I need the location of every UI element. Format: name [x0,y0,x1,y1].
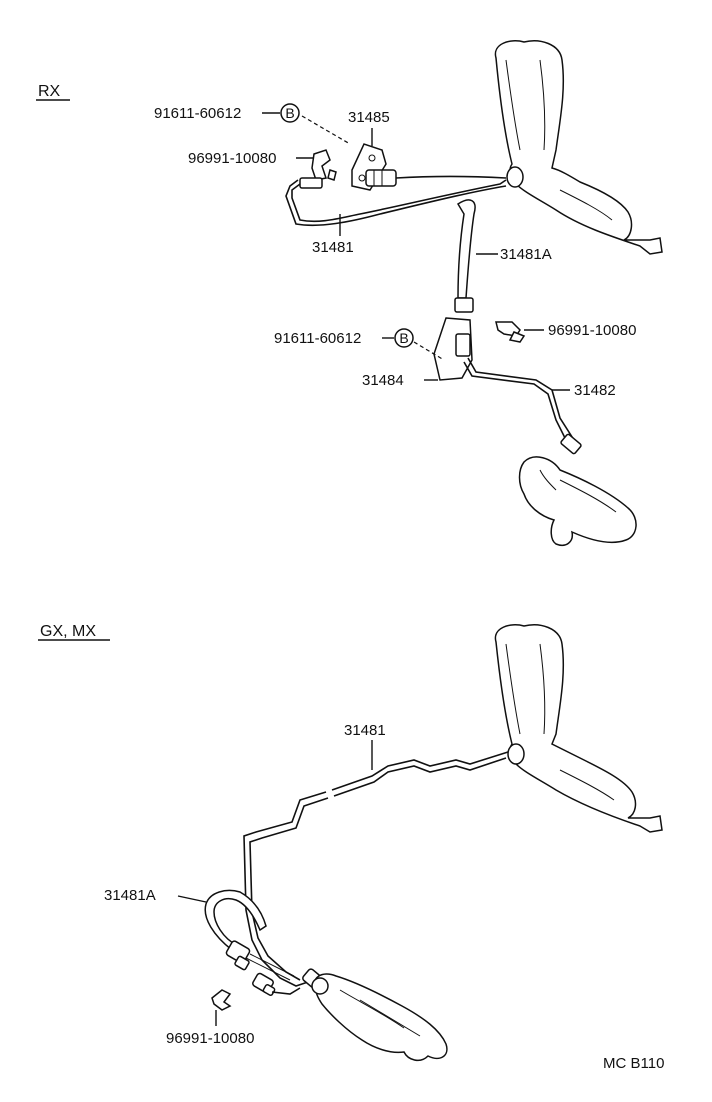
rx-pipe-31481-nut [299,177,323,189]
gxmx-section-title: GX, MX [40,623,96,640]
rx-master-cylinder [494,40,663,255]
gxmx-label-31481: 31481 [344,722,386,739]
rx-hose-31481a [454,199,476,313]
gxmx-clip [211,989,232,1011]
rx-section-title: RX [38,83,61,100]
rx-pipe-31482 [467,357,575,441]
gxmx-master-cylinder [494,624,663,833]
rx-label-clip-1: 96991-10080 [188,150,276,167]
rx-mark-b-2 [394,328,414,348]
rx-pipe-31481-b [285,179,507,227]
rx-hose-fitting-upper [365,169,397,187]
gxmx-label-clip: 96991-10080 [166,1030,254,1047]
rx-pipe-31482-b [463,361,569,445]
rx-clip-upper [311,149,337,181]
rx-slave-cylinder [518,456,637,546]
rx-label-clip-2: 96991-10080 [548,322,636,339]
rx-clip-middle [495,321,526,343]
gxmx-pipe-31481-b [249,757,507,981]
rx-dash-bolt-2 [413,341,445,361]
rx-bracket-31484 [433,317,473,381]
rx-label-31481: 31481 [312,239,354,256]
rx-label-bolt-2: 91611-60612 [274,330,361,347]
gxmx-section: GX, MX [38,623,663,1062]
rx-mark-b-1-text: B [285,105,294,121]
rx-label-31484: 31484 [362,372,404,389]
gxmx-pipe-31481 [243,751,509,987]
rx-pipe-31482-nut [560,433,582,455]
rx-bracket-31485 [351,143,387,191]
gxmx-leader-31481a [177,895,207,903]
diagram-code: MC B110 [603,1055,664,1072]
rx-label-31481a: 31481A [500,246,552,263]
rx-section: RX [36,40,663,546]
rx-mark-b-2-text: B [399,330,408,346]
gxmx-label-31481a: 31481A [104,887,156,904]
rx-label-31482: 31482 [574,382,616,399]
rx-label-31485: 31485 [348,109,390,126]
rx-label-bolt-1: 91611-60612 [154,105,241,122]
gxmx-slave-cylinder [311,973,448,1062]
rx-dash-bolt-1 [301,115,351,145]
rx-pipe-31481 [291,175,507,223]
rx-mark-b-1 [280,103,300,123]
gxmx-hose-31481a [204,889,295,981]
